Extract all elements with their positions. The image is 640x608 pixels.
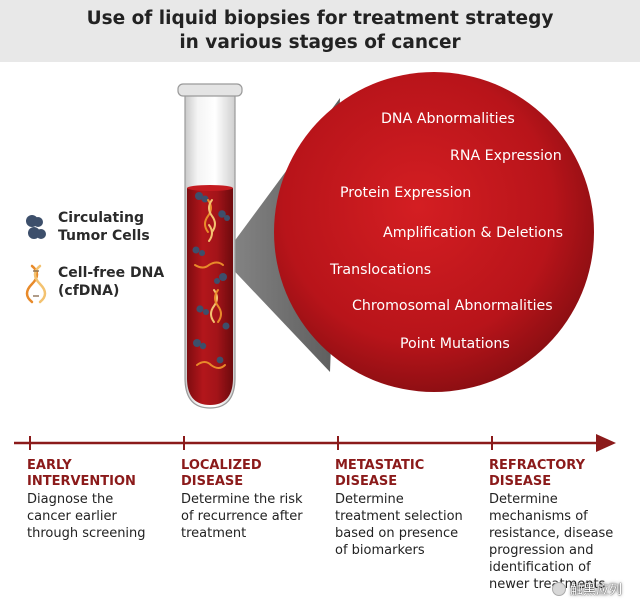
stage-title-line: DISEASE: [181, 474, 244, 489]
stage-title-line: EARLY: [27, 458, 72, 473]
stage-desc-line: through screening: [27, 526, 146, 541]
test-tube-rim: [177, 83, 243, 97]
legend-label-line-2: Tumor Cells: [58, 228, 150, 244]
stage-desc-line: of biomarkers: [335, 543, 425, 558]
stage-title-line: METASTATIC: [335, 458, 425, 473]
page-title-line-2: in various stages of cancer: [179, 32, 461, 53]
stage-early-intervention: EARLY INTERVENTION Diagnose the cancer e…: [27, 458, 177, 542]
stage-desc-line: Diagnose the: [27, 492, 114, 507]
legend-tumor-cells: Circulating Tumor Cells: [24, 209, 150, 245]
label-translocations: Translocations: [330, 262, 432, 278]
stage-desc-line: newer treatments: [489, 577, 606, 592]
watermark: 触黑应列: [551, 579, 622, 598]
label-chromosomal-abnormalities: Chromosomal Abnormalities: [352, 298, 553, 314]
stage-metastatic-disease: METASTATIC DISEASE Determine treatment s…: [335, 458, 485, 559]
stage-desc-line: based on presence: [335, 526, 459, 541]
stage-desc-line: treatment selection: [335, 509, 463, 524]
timeline-arrowhead: [596, 434, 616, 452]
label-dna-abnormalities: DNA Abnormalities: [381, 111, 515, 127]
stage-desc-line: resistance, disease: [489, 526, 614, 541]
blood-sample: [187, 188, 233, 405]
timeline-ticks: [29, 436, 493, 450]
dna-strand-icon: [25, 264, 47, 304]
label-amplification-deletions: Amplification & Deletions: [383, 225, 563, 241]
stage-description: Determine treatment selection based on p…: [335, 491, 485, 559]
stage-title-line: REFRACTORY: [489, 458, 586, 473]
stage-desc-line: Determine: [489, 492, 558, 507]
biomarker-circle: [274, 72, 594, 392]
label-point-mutations: Point Mutations: [400, 336, 510, 352]
title-banner: Use of liquid biopsies for treatment str…: [0, 0, 640, 62]
stage-desc-line: cancer earlier: [27, 509, 117, 524]
stage-desc-line: Determine: [335, 492, 404, 507]
stage-description: Determine the risk of recurrence after t…: [181, 491, 331, 542]
legend-label-line-1: Cell-free DNA: [58, 265, 165, 281]
stage-title-line: LOCALIZED: [181, 458, 262, 473]
page-title-line-1: Use of liquid biopsies for treatment str…: [86, 8, 554, 29]
stage-desc-line: Determine the risk: [181, 492, 303, 507]
legend-label-line-2: (cfDNA): [58, 283, 120, 299]
stage-desc-line: progression and: [489, 543, 594, 558]
diagram-artwork: [14, 72, 616, 452]
stage-desc-line: treatment: [181, 526, 247, 541]
legend-label-line-1: Circulating: [58, 210, 144, 226]
stage-refractory-disease: REFRACTORY DISEASE Determine mechanisms …: [489, 458, 639, 593]
stage-description: Diagnose the cancer earlier through scre…: [27, 491, 177, 542]
label-rna-expression: RNA Expression: [450, 148, 562, 164]
stage-desc-line: of recurrence after: [181, 509, 303, 524]
stage-localized-disease: LOCALIZED DISEASE Determine the risk of …: [181, 458, 331, 542]
stage-desc-line: identification of: [489, 560, 591, 575]
tube-tumor-cells: [192, 192, 230, 364]
label-protein-expression: Protein Expression: [340, 185, 472, 201]
stage-description: Determine mechanisms of resistance, dise…: [489, 491, 639, 593]
tube-dna-strands: [194, 199, 226, 369]
tumor-cells-icon: [26, 215, 46, 239]
stage-title-line: DISEASE: [335, 474, 398, 489]
stage-title-line: DISEASE: [489, 474, 552, 489]
watermark-logo-icon: [551, 581, 566, 596]
legend-cfdna: Cell-free DNA (cfDNA): [24, 264, 164, 304]
watermark-text: 触黑应列: [569, 583, 622, 598]
stage-title-line: INTERVENTION: [27, 474, 136, 489]
stage-desc-line: mechanisms of: [489, 509, 588, 524]
